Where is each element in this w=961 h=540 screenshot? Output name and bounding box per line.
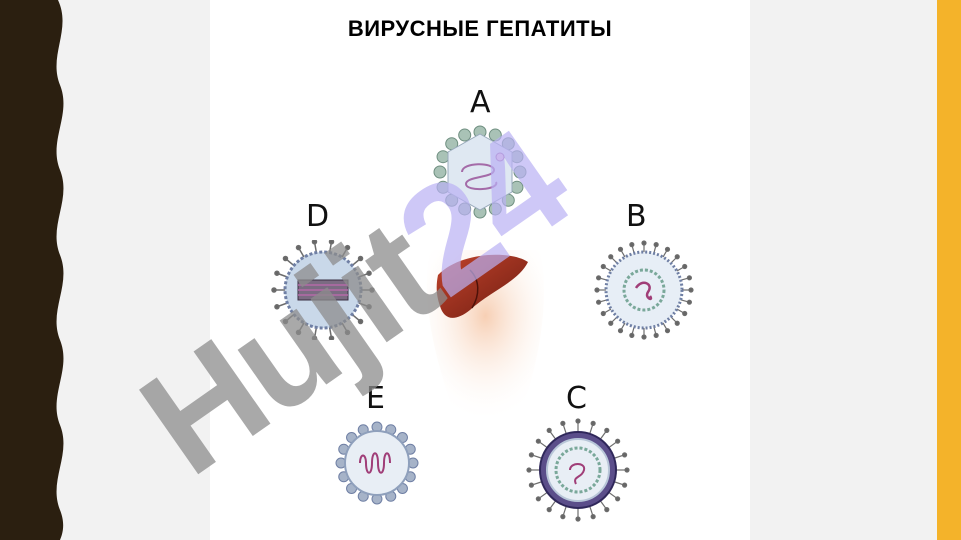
spike-tip [369,287,375,293]
spike-tip [688,287,694,293]
spike-tip [560,420,566,426]
spike-tip [682,310,688,317]
capsid-knob [458,128,472,142]
spike-tip [604,427,610,433]
virus-e-label: E [366,381,385,416]
spike-tip [311,240,318,245]
spike-tip [575,418,581,424]
spike-tip [608,320,614,326]
spike-tip [546,507,552,513]
slide-content: ВИРУСНЫЕ ГЕПАТИТЫ A D B [210,0,750,540]
virus-c-label: C [566,381,587,416]
capsid-knob [488,128,502,142]
spike-tip [622,452,628,458]
spike-tip [295,329,302,336]
spike-tip [674,320,680,326]
spike-tip [328,335,335,340]
spike-tip [590,420,596,426]
spike-tip [600,310,606,317]
spike-tip [526,467,532,473]
spike-tip [617,328,624,334]
spike-tip [274,304,280,310]
virus-d-label: D [306,199,330,234]
spike-tip [641,240,647,246]
accent-bar [937,0,961,540]
spike-tip [629,332,635,338]
capsid-knob [510,150,524,164]
spike-tip [686,299,692,305]
hepatitis-c-virus-icon [526,418,630,522]
spike-tip [629,242,635,248]
spike-tip [624,467,630,473]
hepatitis-d-virus-icon [271,240,375,340]
spike-tip [596,299,602,305]
spike-tip [311,335,318,340]
virus-a-label: A [470,85,491,120]
spike-tip [608,254,614,260]
slide-title: ВИРУСНЫЕ ГЕПАТИТЫ [347,16,613,41]
spike-tip [653,242,659,248]
spike-tip [366,270,372,276]
spike-tip [641,334,647,340]
spike-tip [674,254,680,260]
spike-tip [664,328,671,334]
spike-tip [344,244,351,251]
spike-tip [590,514,596,520]
spike-tip [622,482,628,488]
spike-tip [615,438,621,444]
spike-tip [535,496,541,502]
spike-tip [271,287,277,293]
capsid-knob [433,165,447,179]
spike-tip [366,304,372,310]
spike-tip [282,318,289,325]
torso-liver-illustration [426,250,544,415]
spike-tip [596,275,602,281]
capsid-knob [513,165,527,179]
spike-tip [682,263,688,270]
spike-tip [604,507,610,513]
hepatitis-b-virus-icon [594,240,694,340]
virus-b-label: B [626,199,647,234]
capsid-knob [510,180,524,194]
spike-tip [528,482,534,488]
spike-tip [615,496,621,502]
spike-tip [664,246,671,252]
decorative-wavy-border [0,0,64,540]
spike-tip [528,452,534,458]
capsid-knob [488,202,502,216]
spike-tip [328,240,335,245]
spike-tip [575,516,581,522]
capsid-knob [436,180,450,194]
spike-tip [295,244,302,251]
spike-tip [344,329,351,336]
spike-tip [535,438,541,444]
spike-tip [357,318,364,325]
capsid-knob [458,202,472,216]
spike-tip [600,263,606,270]
hepatitis-a-virus-icon [433,125,527,219]
spike-tip [282,255,289,262]
spike-tip [274,270,280,276]
spike-tip [653,332,659,338]
spike-tip [357,255,364,262]
spike-tip [546,427,552,433]
capsid-knob [436,150,450,164]
spike-tip [686,275,692,281]
spike-tip [560,514,566,520]
liver-icon [436,254,528,318]
hepatitis-e-virus-icon [335,421,419,505]
spike-tip [617,246,624,252]
spike-tip [594,287,600,293]
